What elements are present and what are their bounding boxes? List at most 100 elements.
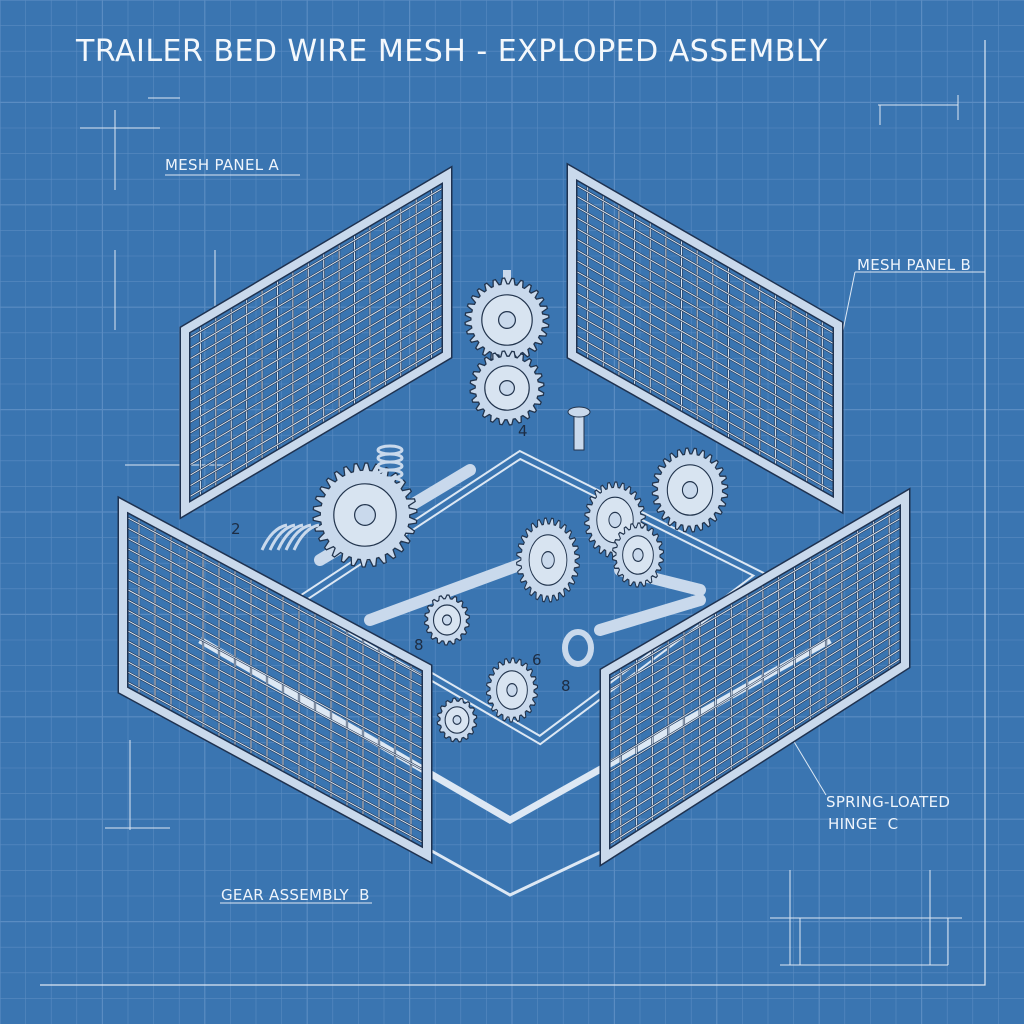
mesh-wire — [604, 645, 906, 837]
part-number: 6 — [532, 651, 542, 669]
mesh-wire — [122, 679, 428, 846]
mesh-wire — [184, 312, 448, 469]
gear-bore — [541, 551, 555, 569]
mesh-wire — [604, 580, 906, 765]
label-mesh-panel-a: MESH PANEL A — [165, 156, 280, 174]
mesh-wire — [184, 280, 448, 437]
mesh-wire — [184, 322, 448, 479]
mesh-wire — [604, 636, 906, 827]
mesh-wire — [184, 248, 448, 405]
mesh-panel-a — [179, 165, 453, 520]
mesh-wire — [571, 236, 839, 389]
panel-frame-outline — [566, 162, 844, 515]
mesh-wire — [571, 333, 839, 485]
part-number: 4 — [518, 422, 528, 440]
mesh-wire — [122, 607, 428, 773]
mesh-wire — [604, 543, 906, 724]
mesh-wire — [604, 524, 906, 704]
mesh-wire — [571, 343, 839, 495]
mesh-wire — [122, 648, 428, 814]
gear-bore — [681, 481, 699, 499]
mesh-wire — [122, 545, 428, 710]
gear-bore — [354, 504, 376, 526]
washer — [562, 629, 594, 667]
diagram-title: TRAILER BED WIRE MESH - EXPLOPED ASSEMBL… — [76, 34, 828, 69]
mesh-wire — [604, 627, 906, 817]
border-line — [40, 40, 986, 986]
panel-frame — [181, 167, 451, 518]
mesh-wire — [604, 533, 906, 714]
mesh-wire — [122, 576, 428, 742]
mesh-wire — [184, 269, 448, 426]
mesh-wire — [184, 195, 448, 352]
mesh-wire — [122, 555, 428, 721]
mesh-wire — [184, 185, 448, 342]
mesh-wire — [122, 617, 428, 783]
mesh-wire — [122, 535, 428, 700]
mesh-wire — [604, 617, 906, 807]
mesh-wire — [604, 608, 906, 796]
gear-bore — [632, 547, 644, 563]
leader-line — [789, 734, 827, 796]
mesh-wire — [604, 552, 906, 735]
gear-bore — [498, 379, 516, 397]
shaft — [594, 594, 706, 636]
mesh-wire — [122, 566, 428, 731]
part-number: 2 — [231, 520, 241, 538]
mesh-wire — [122, 597, 428, 762]
mesh-wire — [184, 301, 448, 458]
panel-frame-outline — [179, 165, 453, 520]
mesh-wire — [571, 289, 839, 442]
mesh-wire — [571, 300, 839, 453]
panel-frame — [568, 165, 842, 512]
mesh-wire — [571, 311, 839, 464]
mesh-wire — [184, 291, 448, 447]
panel-frame — [601, 490, 909, 865]
mesh-wire — [571, 214, 839, 368]
mesh-wire — [184, 216, 448, 373]
mesh-panel-b — [566, 162, 844, 515]
mesh-wire — [571, 193, 839, 347]
label-hinge-c-line2: HINGE C — [828, 815, 899, 833]
label-gear-assembly-b: GEAR ASSEMBLY B — [221, 886, 370, 904]
mesh-wire — [122, 525, 428, 690]
gear-lower — [485, 657, 539, 723]
mesh-wire — [184, 343, 448, 500]
spring-coil — [376, 476, 404, 488]
mesh-wire — [184, 259, 448, 416]
mesh-wire — [122, 586, 428, 752]
gear-bore — [452, 714, 462, 726]
gear-small — [423, 594, 471, 646]
mesh-wire — [571, 182, 839, 337]
gear-lower-small — [436, 697, 478, 743]
mesh-wire — [604, 599, 906, 786]
mesh-wire — [571, 203, 839, 358]
gear-right-small — [611, 522, 665, 588]
spring-coil — [292, 523, 320, 551]
base-frame-inner — [295, 452, 765, 743]
gear-bore — [608, 511, 622, 529]
mesh-wire — [604, 515, 906, 693]
mesh-wire — [184, 238, 448, 394]
mesh-panel-front-left — [117, 495, 433, 865]
mesh-wire — [571, 268, 839, 421]
mesh-wire — [604, 655, 906, 848]
part-number: 8 — [561, 677, 571, 695]
mesh-panel-front-right — [599, 487, 911, 868]
mesh-wire — [571, 246, 839, 400]
gear-bore — [441, 614, 453, 626]
mesh-wire — [604, 505, 906, 683]
mesh-wire — [571, 322, 839, 474]
spring-coil — [268, 523, 296, 551]
gear-bore — [498, 311, 516, 329]
mesh-wire — [571, 279, 839, 432]
spring-coil — [260, 523, 288, 551]
spring-coil — [284, 523, 312, 551]
mesh-wire — [122, 669, 428, 835]
panel-frame — [119, 498, 431, 862]
mesh-wire — [122, 638, 428, 804]
label-hinge-c-line1: SPRING-LOATED — [826, 793, 951, 811]
mesh-wire — [184, 333, 448, 490]
gear-bore — [506, 682, 518, 698]
